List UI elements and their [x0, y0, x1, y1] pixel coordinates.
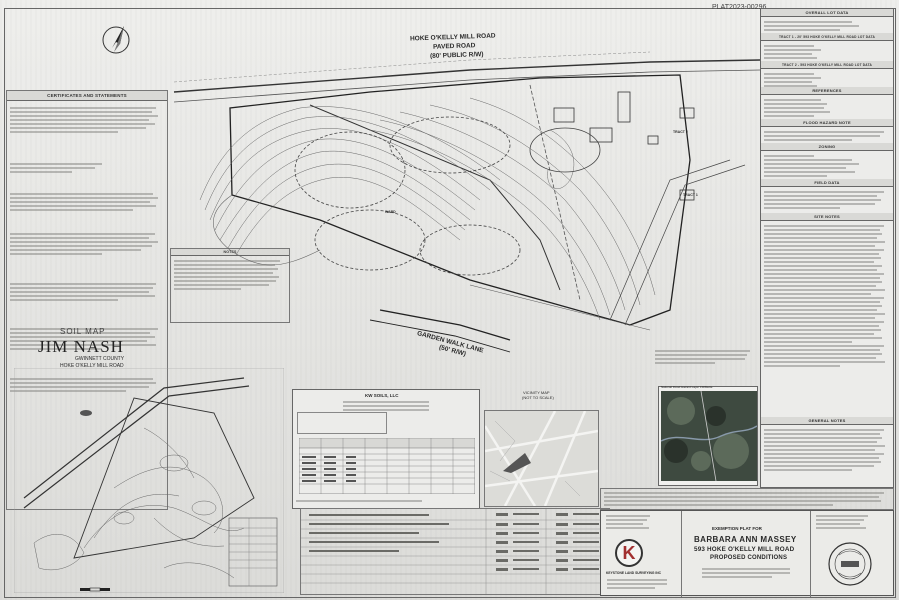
- soil-map-title: SOIL MAP: [60, 327, 106, 336]
- general-notes: GENERAL NOTES: [761, 417, 893, 425]
- site-plan-drawing: [173, 51, 760, 353]
- title-right-info-rows: [816, 513, 890, 531]
- general-notes-rows: [764, 427, 890, 473]
- lot-label-tract-2: TRACT 2: [673, 130, 688, 134]
- soil-data-table: [298, 437, 476, 495]
- flood-note-text: [655, 348, 755, 366]
- top-road-surface: PAVED ROAD: [432, 42, 476, 51]
- field-data-rows: [764, 189, 890, 211]
- overall-lot-data: OVERALL LOT DATA: [761, 9, 893, 17]
- plat-type: EXEMPTION PLAT FOR: [712, 526, 762, 531]
- title-sub-lines: [702, 566, 790, 580]
- plat-status: PROPOSED CONDITIONS: [710, 555, 788, 561]
- title-center: EXEMPTION PLAT FOR BARBARA ANN MASSEY 59…: [681, 511, 811, 597]
- flood-hazard-rows: [764, 129, 890, 143]
- tract1-lot-data: TRACT 1 - 20' 593 HOKE O'KELLY MILL ROAD…: [761, 33, 893, 41]
- notes-panel: NOTES: [170, 248, 290, 323]
- soil-info-box: [297, 412, 387, 434]
- title-right-info: [813, 513, 893, 541]
- property-address: 593 HOKE O'KELLY MILL ROAD: [694, 546, 795, 553]
- vicinity-map-title: VICINITY MAP: [523, 390, 550, 395]
- notes-text: [174, 258, 286, 292]
- field-data: FIELD DATA: [761, 179, 893, 187]
- title-block: K KEYSTONE LAND SURVEYING INC EXEMPTION …: [600, 510, 894, 597]
- tract1-lot-data-rows: [764, 43, 890, 61]
- owner-name: BARBARA ANN MASSEY: [694, 535, 797, 544]
- title-block-dates: [603, 513, 683, 543]
- soil-firm-address: [343, 399, 429, 413]
- site-notes-header: SITE NOTES: [761, 213, 893, 221]
- flood-map-panel: National Flood Hazard Layer FIRMette: [658, 385, 758, 486]
- tract2-lot-data-header: TRACT 2 - 593 HOKE O'KELLY MILL ROAD LOT…: [761, 61, 893, 69]
- overall-lot-data-header: OVERALL LOT DATA: [761, 9, 893, 17]
- flood-hazard-note: FLOOD HAZARD NOTE: [761, 119, 893, 127]
- zoning-rows: [764, 153, 890, 179]
- certificates-header: CERTIFICATES AND STATEMENTS: [7, 91, 167, 101]
- tract2-lot-data: TRACT 2 - 593 HOKE O'KELLY MILL ROAD LOT…: [761, 61, 893, 69]
- surveyor-certification-strip: [600, 488, 894, 510]
- flood-map-image: [661, 391, 757, 481]
- vicinity-map-panel: VICINITY MAP (NOT TO SCALE): [483, 390, 599, 507]
- references: REFERENCES: [761, 87, 893, 95]
- certificate-text-block-2: [10, 161, 164, 175]
- certificate-text-block-3: [10, 191, 164, 213]
- plat-id: PLAT2023-00296: [712, 4, 767, 11]
- right-data-column: OVERALL LOT DATA TRACT 1 - 20' 593 HOKE …: [760, 8, 894, 488]
- soil-report-panel: KW SOILS, LLC: [292, 389, 480, 509]
- lot-label-ward: WARD: [385, 210, 396, 214]
- legend-panel: [300, 508, 610, 595]
- keystone-logo-icon: K: [615, 539, 643, 567]
- logo-letter: K: [622, 543, 636, 563]
- tract2-lot-data-rows: [764, 71, 890, 89]
- site-notes: SITE NOTES: [761, 213, 893, 221]
- flood-map-title: National Flood Hazard Layer FIRMette: [661, 385, 713, 389]
- tract1-lot-data-header: TRACT 1 - 20' 593 HOKE O'KELLY MILL ROAD…: [761, 33, 893, 41]
- zoning: ZONING: [761, 143, 893, 151]
- field-data-header: FIELD DATA: [761, 179, 893, 187]
- logo-firm-address: [607, 577, 667, 591]
- certificates-panel: CERTIFICATES AND STATEMENTS: [6, 90, 168, 510]
- certificate-text-block-4: [10, 231, 164, 257]
- soil-map-owner: JIM NASH: [38, 337, 124, 356]
- vicinity-map-scale: (NOT TO SCALE): [522, 395, 554, 400]
- north-arrow-icon: [102, 26, 130, 54]
- certificate-text-block-1: [10, 105, 164, 135]
- flood-hazard-header: FLOOD HAZARD NOTE: [761, 119, 893, 127]
- certificate-text-block-7: [10, 376, 164, 394]
- surveyor-certification-text: [604, 490, 890, 508]
- title-block-date-rows: [606, 513, 680, 531]
- general-notes-header: GENERAL NOTES: [761, 417, 893, 425]
- zoning-header: ZONING: [761, 143, 893, 151]
- scale-bar-icon: [80, 587, 110, 592]
- soil-firm-name: KW SOILS, LLC: [365, 393, 399, 398]
- soil-footnote: [296, 498, 476, 504]
- certificate-text-block-6: [10, 326, 164, 352]
- sheet-border: [4, 8, 896, 598]
- notes-header: NOTES: [171, 249, 289, 256]
- logo-firm-name: KEYSTONE LAND SURVEYING INC: [606, 571, 662, 575]
- references-header: REFERENCES: [761, 87, 893, 95]
- soil-map-county: GWINNETT COUNTY: [75, 356, 125, 362]
- overall-lot-data-rows: [764, 19, 890, 33]
- surveyor-seal-icon: [828, 542, 872, 586]
- references-rows: [764, 97, 890, 119]
- lot-label-tract-1: TRACT 1: [683, 193, 698, 197]
- site-notes-rows: [764, 223, 890, 369]
- soil-map-drawing: [14, 368, 284, 593]
- soil-map-road: HOKE O'KELLY MILL ROAD: [60, 363, 124, 369]
- certificate-text-block-5: [10, 281, 164, 303]
